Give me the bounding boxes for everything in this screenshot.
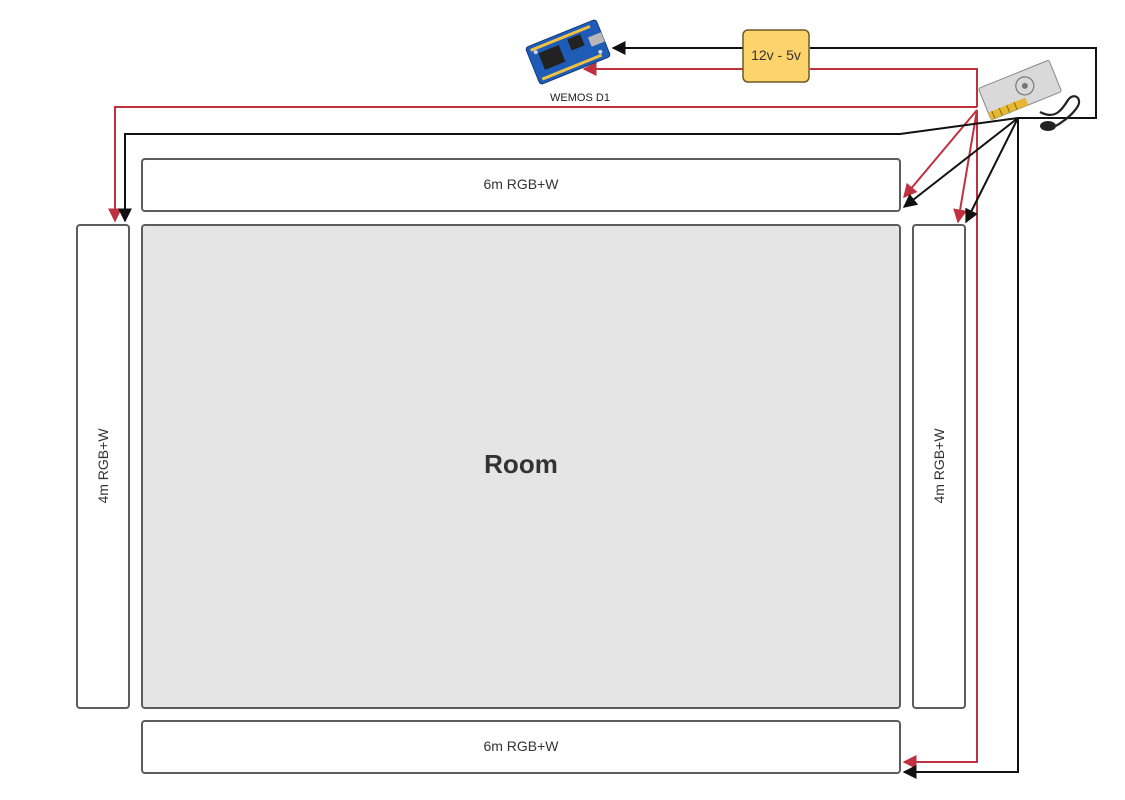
led-strip-bottom xyxy=(141,720,901,774)
led-strip-left-label: 4m RGB+W xyxy=(95,428,111,504)
black-wire-to-top-strip xyxy=(902,117,1019,208)
wemos-label: WEMOS D1 xyxy=(550,92,610,104)
led-strip-left xyxy=(76,224,130,709)
black-wire-to-right-strip xyxy=(965,117,1019,224)
led-strip-right-label: 4m RGB+W xyxy=(931,428,947,504)
led-strip-bottom-label: 6m RGB+W xyxy=(483,738,559,754)
room-label: Room xyxy=(484,449,558,479)
black-wire-to-converter xyxy=(810,47,1097,119)
red-wire-to-bottom-strip xyxy=(902,110,978,769)
power-supply-icon xyxy=(978,60,1062,120)
voltage-converter-box xyxy=(742,29,810,83)
led-strip-top-label: 6m RGB+W xyxy=(483,176,559,192)
led-strip-right xyxy=(912,224,966,709)
red-wire-to-left-strip xyxy=(108,106,977,223)
negative-wires xyxy=(118,41,1097,779)
led-strip-top xyxy=(141,158,901,212)
room-area xyxy=(141,224,901,709)
black-wire-to-bottom-strip xyxy=(902,118,1019,779)
voltage-converter-label: 12v - 5v xyxy=(751,47,801,63)
red-wire-to-converter xyxy=(810,68,978,107)
black-wire-to-left-strip xyxy=(118,117,1019,223)
red-wire-to-top-strip xyxy=(903,109,978,199)
microcontroller-board-icon xyxy=(525,19,611,85)
power-cord-icon xyxy=(1039,95,1081,131)
red-wire-to-right-strip xyxy=(953,109,978,224)
